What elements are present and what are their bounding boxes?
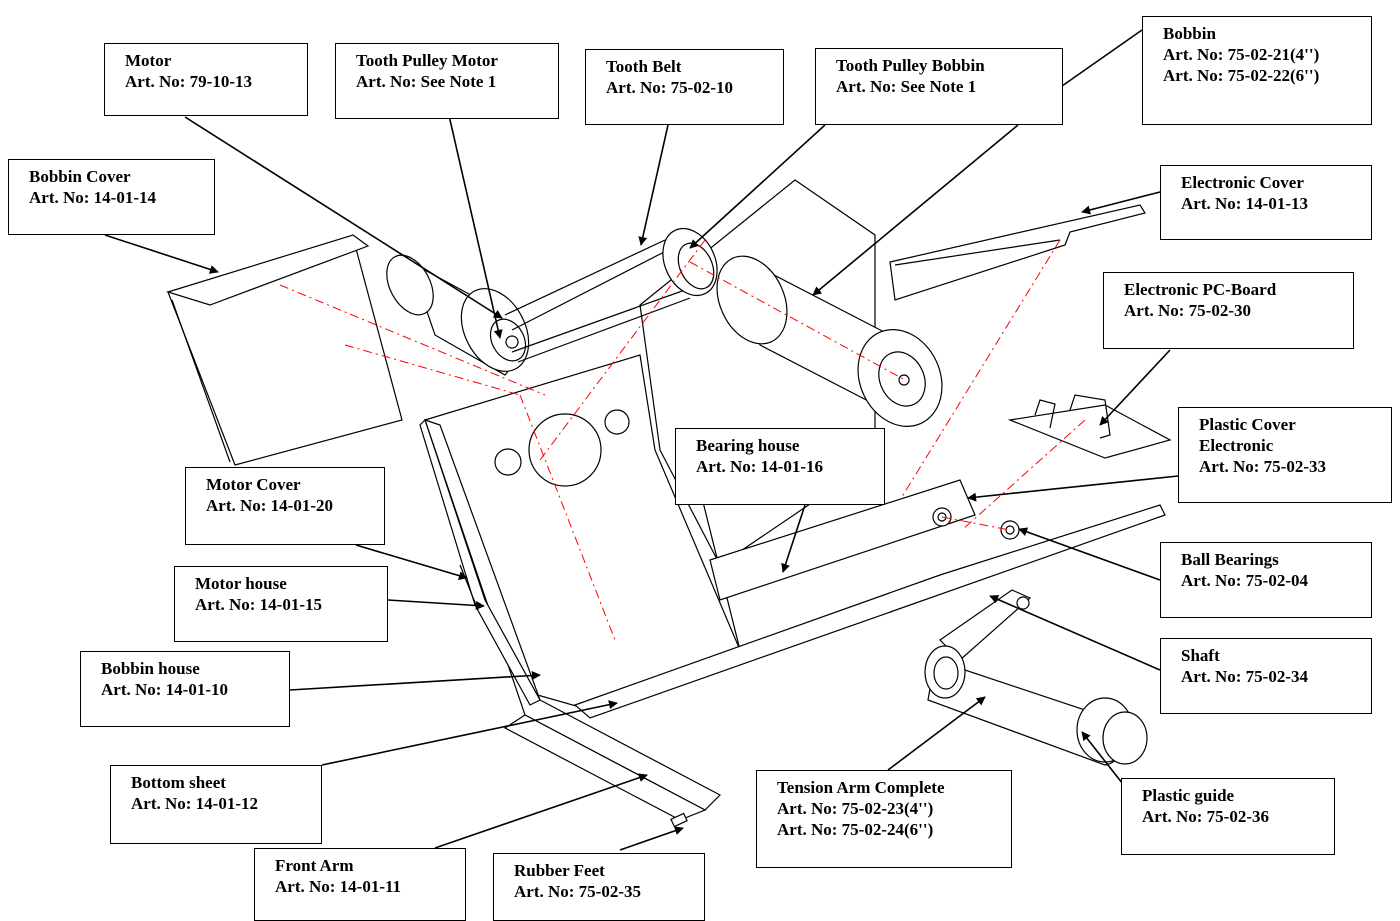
callout-bottom-sheet: Bottom sheet Art. No: 14-01-12 xyxy=(110,765,322,844)
part-name: Electronic Cover xyxy=(1181,173,1304,192)
bobbin-part xyxy=(716,255,943,427)
part-name: Bottom sheet xyxy=(131,773,226,792)
part-name: Electronic PC-Board xyxy=(1124,280,1277,299)
callout-tooth-pulley-bobbin: Tooth Pulley Bobbin Art. No: See Note 1 xyxy=(815,48,1063,125)
part-name: Tension Arm Complete xyxy=(777,778,945,797)
article-number: Art. No: 75-02-21(4'') xyxy=(1163,45,1320,64)
callout-bobbin-house: Bobbin house Art. No: 14-01-10 xyxy=(80,651,290,727)
electronic-pc-board-part xyxy=(1007,394,1172,459)
part-name: Tooth Pulley Bobbin xyxy=(836,56,985,75)
motor-part xyxy=(386,254,530,376)
part-name: Tooth Pulley Motor xyxy=(356,51,498,70)
electronic-cover-part xyxy=(889,204,1146,301)
ball-bearings-part xyxy=(932,507,1020,540)
article-number: Art. No: 75-02-35 xyxy=(514,882,641,901)
article-number: Art. No: 14-01-11 xyxy=(275,877,402,896)
article-number: Art. No: 14-01-20 xyxy=(206,496,333,515)
article-number: Art. No: 14-01-16 xyxy=(696,457,823,476)
article-number: Art. No: 79-10-13 xyxy=(125,72,252,91)
article-number: Art. No: 75-02-10 xyxy=(606,78,733,97)
callout-plastic-guide: Plastic guide Art. No: 75-02-36 xyxy=(1121,778,1335,855)
callout-front-arm: Front Arm Art. No: 14-01-11 xyxy=(254,848,466,921)
part-name: Motor house xyxy=(195,574,287,593)
article-number: Art. No: 75-02-33 xyxy=(1199,457,1326,476)
part-name-line2: Electronic xyxy=(1199,436,1274,455)
callout-tension-arm-complete: Tension Arm Complete Art. No: 75-02-23(4… xyxy=(756,770,1012,868)
article-number: Art. No: See Note 1 xyxy=(836,77,977,96)
part-name: Tooth Belt xyxy=(606,57,682,76)
part-name: Shaft xyxy=(1181,646,1220,665)
article-number: Art. No: 14-01-12 xyxy=(131,794,258,813)
plate-holes xyxy=(494,409,630,487)
article-number: Art. No: 14-01-14 xyxy=(29,188,156,207)
tension-arm-part xyxy=(924,589,1148,766)
callout-shaft: Shaft Art. No: 75-02-34 xyxy=(1160,638,1372,714)
article-number: Art. No: 75-02-04 xyxy=(1181,571,1308,590)
article-number: Art. No: 75-02-23(4'') xyxy=(777,799,934,818)
article-number: Art. No: See Note 1 xyxy=(356,72,497,91)
callout-electronic-cover: Electronic Cover Art. No: 14-01-13 xyxy=(1160,165,1372,240)
article-number-alt: Art. No: 75-02-24(6'') xyxy=(777,820,934,839)
article-number: Art. No: 14-01-10 xyxy=(101,680,228,699)
callout-bobbin: Bobbin Art. No: 75-02-21(4'') Art. No: 7… xyxy=(1142,16,1372,125)
article-number: Art. No: 14-01-15 xyxy=(195,595,322,614)
part-name: Bobbin Cover xyxy=(29,167,131,186)
callout-ball-bearings: Ball Bearings Art. No: 75-02-04 xyxy=(1160,542,1372,618)
part-name: Motor Cover xyxy=(206,475,301,494)
part-name: Motor xyxy=(125,51,172,70)
part-name: Rubber Feet xyxy=(514,861,605,880)
leader-lines xyxy=(104,29,1179,851)
part-name: Plastic Cover xyxy=(1199,415,1296,434)
article-number: Art. No: 75-02-34 xyxy=(1181,667,1308,686)
callout-tooth-pulley-motor: Tooth Pulley Motor Art. No: See Note 1 xyxy=(335,43,559,119)
center-lines xyxy=(279,239,1086,641)
part-name: Plastic guide xyxy=(1142,786,1235,805)
callout-bearing-house: Bearing house Art. No: 14-01-16 xyxy=(675,428,885,505)
callout-bobbin-cover: Bobbin Cover Art. No: 14-01-14 xyxy=(8,159,215,235)
callout-motor: Motor Art. No: 79-10-13 xyxy=(104,43,308,116)
part-name: Ball Bearings xyxy=(1181,550,1279,569)
callout-electronic-pc-board: Electronic PC-Board Art. No: 75-02-30 xyxy=(1103,272,1354,349)
part-name: Front Arm xyxy=(275,856,354,875)
callout-motor-cover: Motor Cover Art. No: 14-01-20 xyxy=(185,467,385,545)
article-number: Art. No: 14-01-13 xyxy=(1181,194,1308,213)
part-name: Bobbin xyxy=(1163,24,1216,43)
callout-rubber-feet: Rubber Feet Art. No: 75-02-35 xyxy=(493,853,705,921)
article-number: Art. No: 75-02-36 xyxy=(1142,807,1269,826)
part-name: Bobbin house xyxy=(101,659,200,678)
tooth-belt-part xyxy=(504,239,691,363)
part-name: Bearing house xyxy=(696,436,800,455)
article-number-alt: Art. No: 75-02-22(6'') xyxy=(1163,66,1320,85)
callout-plastic-cover-electronic: Plastic Cover Electronic Art. No: 75-02-… xyxy=(1178,407,1392,503)
bobbin-cover-part xyxy=(165,234,403,466)
article-number: Art. No: 75-02-30 xyxy=(1124,301,1251,320)
callout-tooth-belt: Tooth Belt Art. No: 75-02-10 xyxy=(585,49,784,125)
callout-motor-house: Motor house Art. No: 14-01-15 xyxy=(174,566,388,642)
